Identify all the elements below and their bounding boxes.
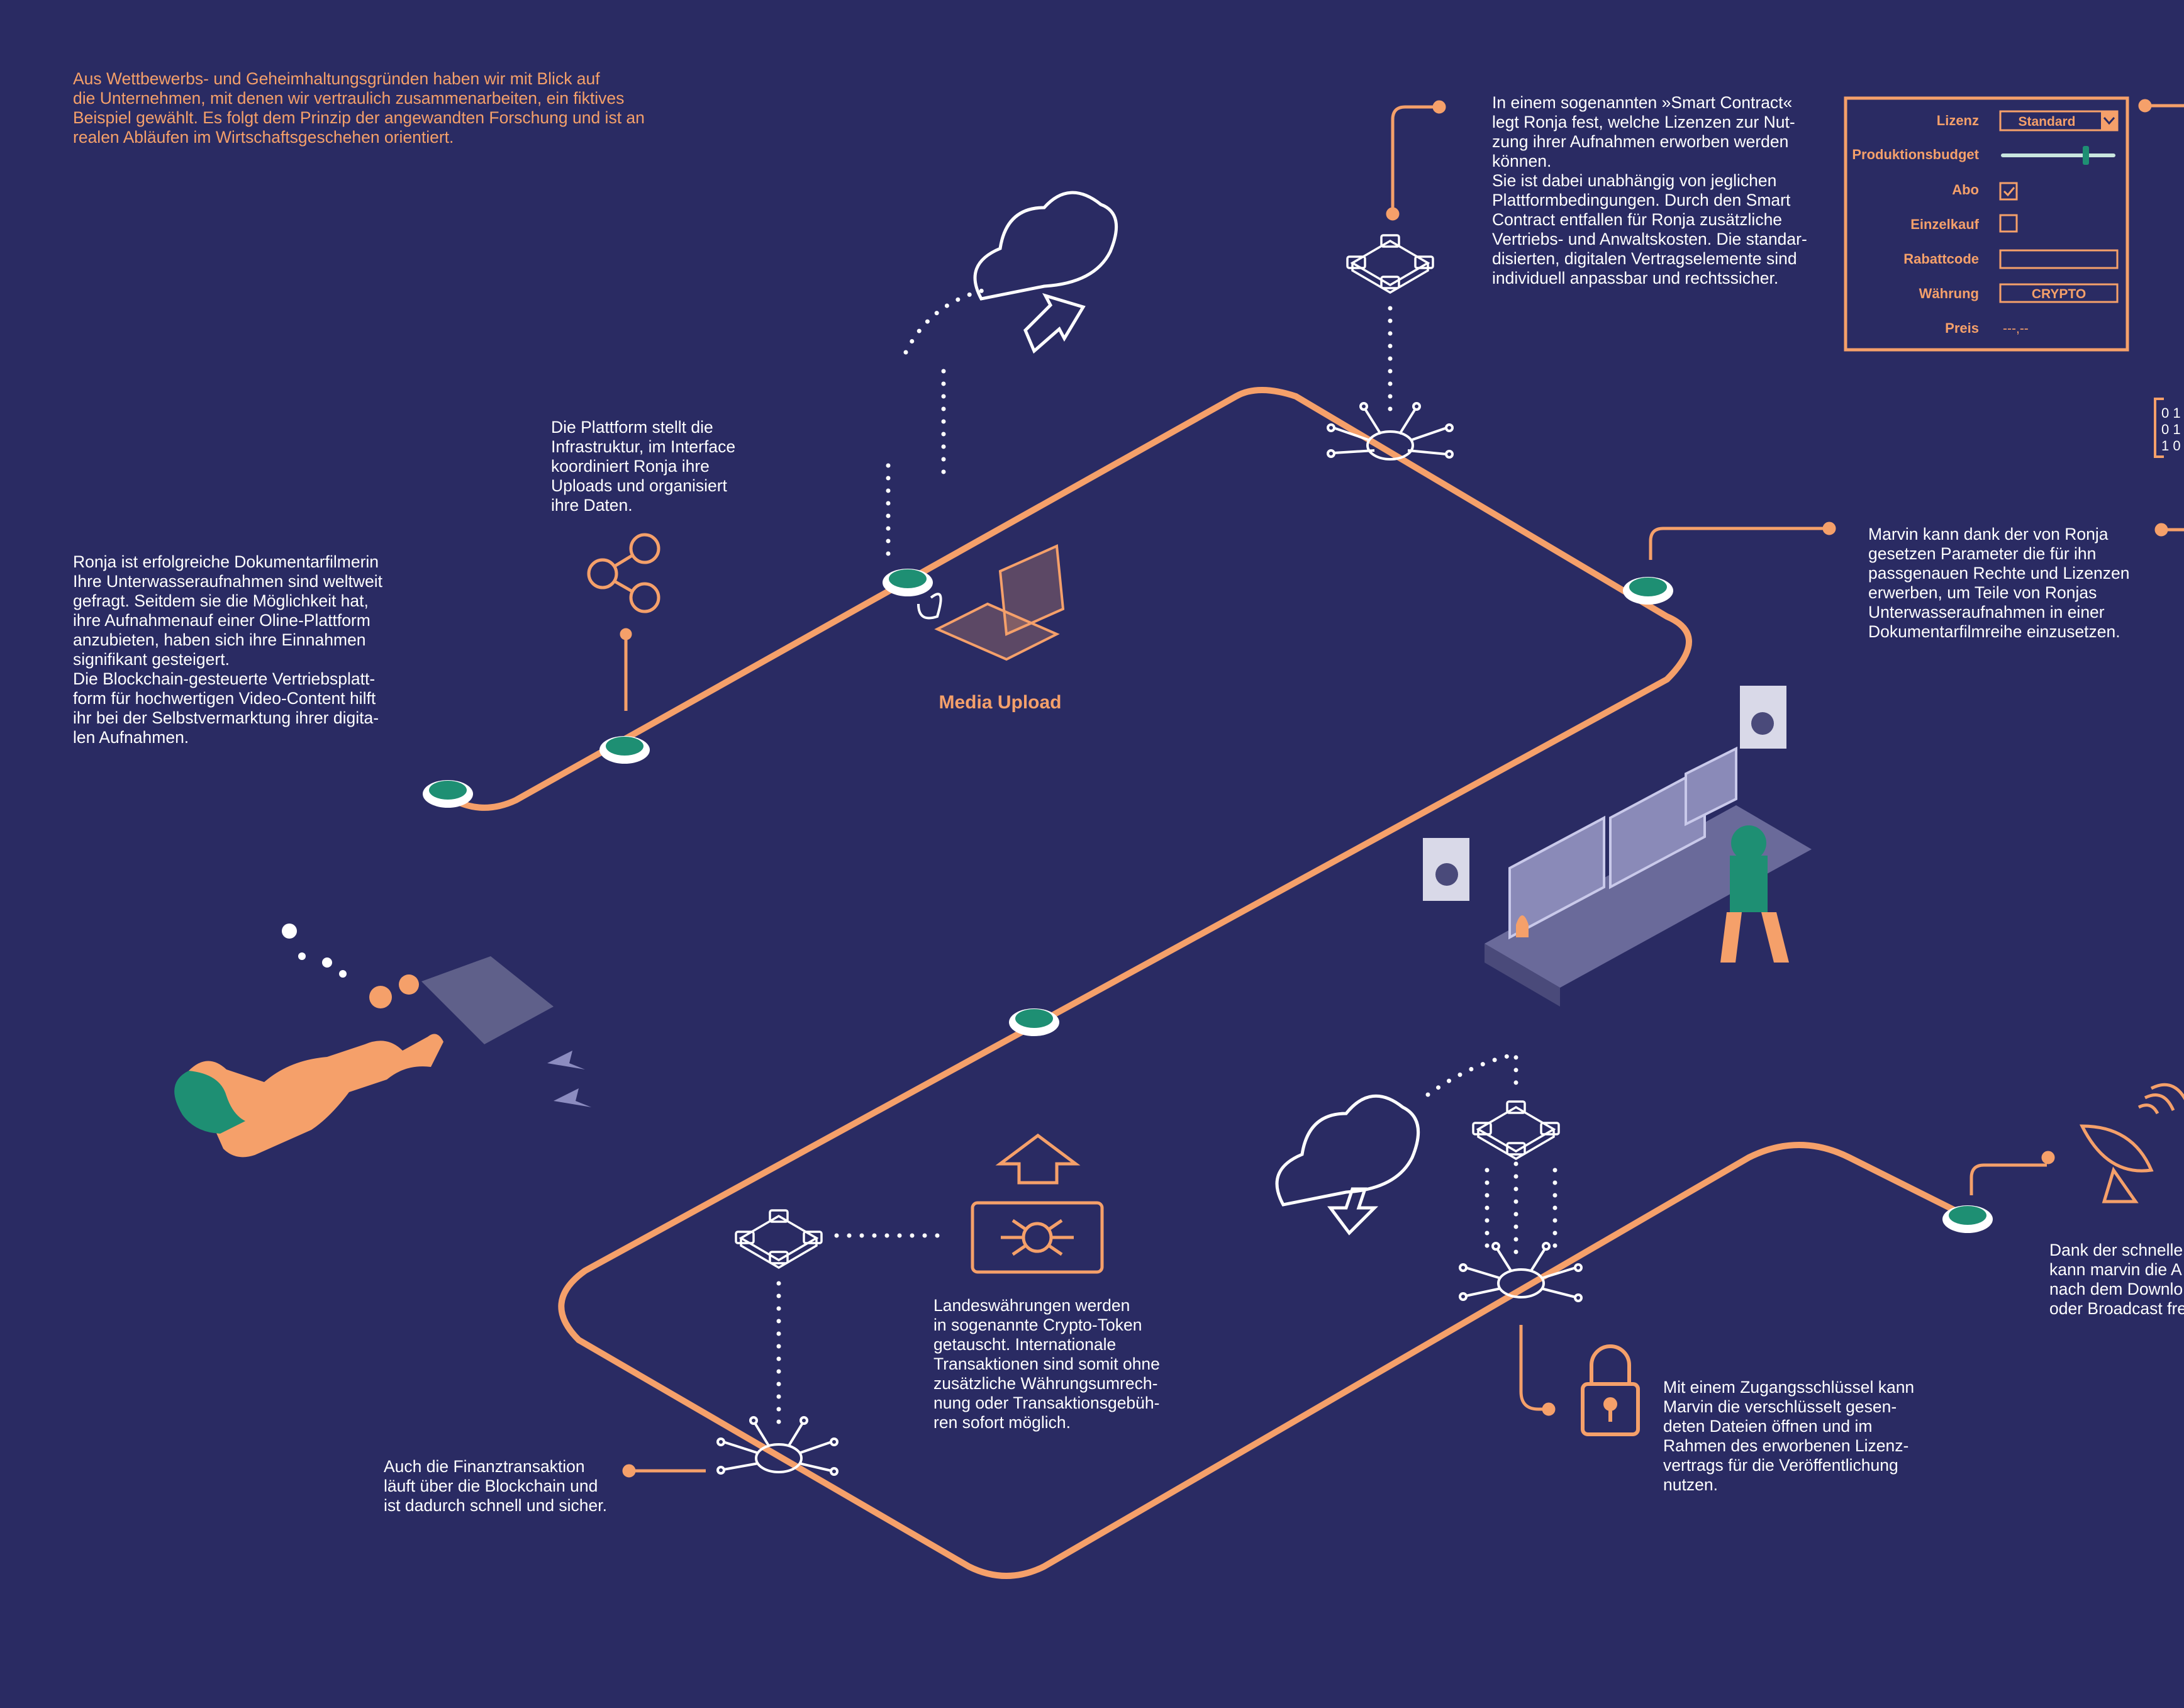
access-key-text: Mit einem Zugangsschlüssel kann Marvin d… bbox=[1663, 1378, 1915, 1494]
blockchain-cubes-icon bbox=[735, 1209, 823, 1270]
lizenz-label: Lizenz bbox=[1937, 113, 1979, 128]
path-node bbox=[1623, 577, 1673, 605]
diver-illustration bbox=[174, 924, 591, 1158]
crypto-exchange-icon bbox=[971, 1133, 1104, 1274]
share-icon bbox=[587, 533, 660, 711]
satellite-dish-icon bbox=[2079, 1083, 2184, 1203]
form-frame bbox=[1844, 96, 2129, 352]
crypto-token-text: Landeswährungen werden in sogenannte Cry… bbox=[933, 1296, 1160, 1432]
lizenz-value: Standard bbox=[2018, 114, 2075, 129]
download-text: Dank der schnelle kann marvin die A nach… bbox=[2049, 1241, 2184, 1318]
binary-row: 1 0 bbox=[2161, 438, 2181, 454]
waehrung-value: CRYPTO bbox=[2032, 287, 2086, 301]
path-node bbox=[1009, 1008, 1059, 1036]
smart-contract-form: Lizenz Standard Produktionsbudget Abo Ei… bbox=[1844, 96, 2129, 352]
blockchain-cubes-icon bbox=[1346, 234, 1434, 294]
dotted-connector bbox=[776, 287, 1557, 1437]
intro-text: Aus Wettbewerbs- und Geheimhaltungsgründ… bbox=[73, 69, 645, 147]
ronja-text: Ronja ist erfolgreiche Dokumentarfilmeri… bbox=[73, 552, 382, 747]
abo-checkbox[interactable] bbox=[1999, 182, 2018, 201]
callout-leader-line bbox=[622, 99, 2184, 1478]
cloud-download-icon bbox=[1275, 1094, 1420, 1236]
rabattcode-input[interactable] bbox=[1999, 249, 2119, 269]
waehrung-select[interactable] bbox=[1999, 283, 2119, 303]
waehrung-label: Währung bbox=[1919, 286, 1979, 301]
binary-row: 0 1 bbox=[2161, 421, 2181, 437]
path-node bbox=[599, 736, 650, 764]
media-upload-label: Media Upload bbox=[939, 692, 1062, 713]
cloud-upload-icon bbox=[973, 191, 1118, 354]
budget-slider-knob[interactable] bbox=[2083, 146, 2089, 165]
einzelkauf-label: Einzelkauf bbox=[1910, 216, 1979, 232]
network-hub-icon bbox=[716, 1416, 838, 1476]
rabattcode-label: Rabattcode bbox=[1903, 251, 1979, 267]
marvin-text: Marvin kann dank der von Ronja gesetzen … bbox=[1868, 525, 2130, 641]
binary-row: 0 1 bbox=[2161, 405, 2181, 421]
path-node bbox=[423, 780, 473, 808]
chevron-down-icon bbox=[2101, 111, 2117, 130]
lock-icon bbox=[1581, 1344, 1640, 1436]
studio-desk-illustration bbox=[1423, 686, 1812, 1007]
preis-label: Preis bbox=[1945, 320, 1979, 336]
path-node bbox=[1942, 1205, 1993, 1233]
smart-contract-text: In einem sogenannten »Smart Contract« le… bbox=[1492, 93, 1807, 287]
platform-text: Die Plattform stellt die Infrastruktur, … bbox=[551, 418, 736, 515]
network-hub-icon bbox=[1327, 402, 1454, 460]
einzelkauf-checkbox[interactable] bbox=[1999, 214, 2018, 233]
network-hub-icon bbox=[1459, 1242, 1583, 1302]
checkmark-icon bbox=[2003, 187, 2015, 197]
abo-label: Abo bbox=[1952, 182, 1979, 198]
path-node bbox=[883, 569, 933, 596]
laptop-icon bbox=[917, 544, 1065, 661]
blockchain-path bbox=[440, 387, 1972, 1579]
finance-transaction-text: Auch die Finanztransaktion läuft über di… bbox=[384, 1457, 608, 1515]
binary-data-box: 0 1 0 1 1 0 bbox=[2154, 398, 2181, 458]
preis-value: ---,-- bbox=[2003, 321, 2029, 336]
blockchain-cubes-icon bbox=[1472, 1100, 1560, 1161]
budget-label: Produktionsbudget bbox=[1852, 147, 1979, 162]
